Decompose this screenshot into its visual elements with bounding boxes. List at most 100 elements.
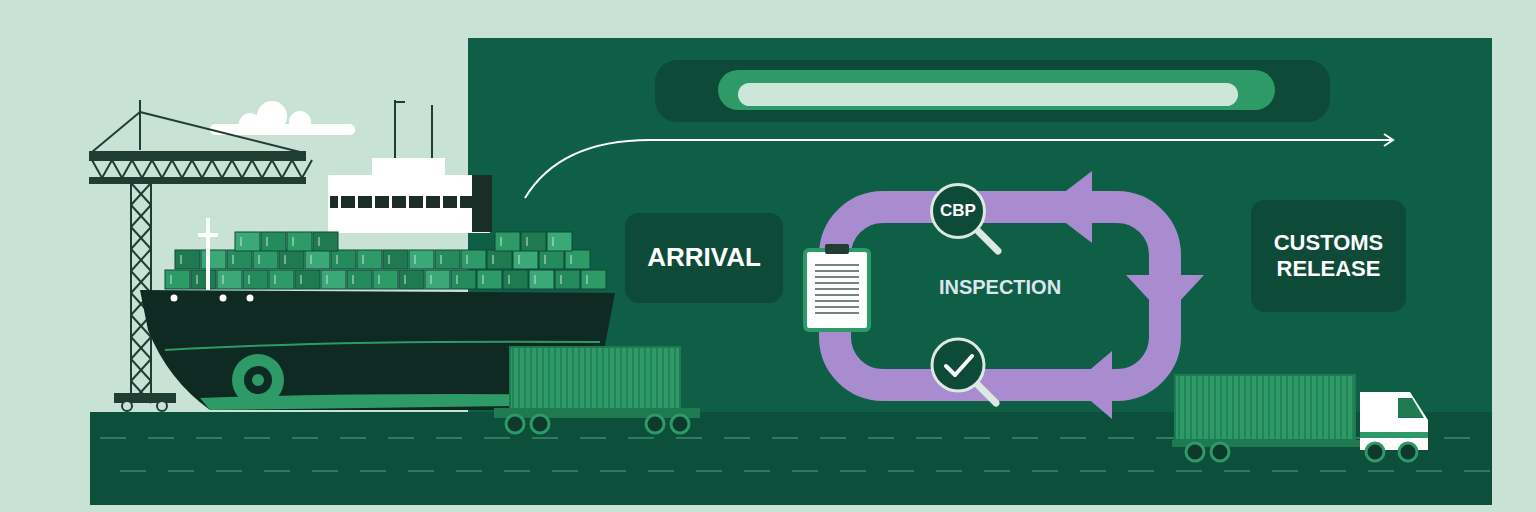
container-ship-part-part <box>451 270 476 289</box>
road-dashes-part <box>744 470 770 472</box>
container-ship-part-part <box>181 255 182 264</box>
rail-container-part-part <box>671 415 689 433</box>
road-dashes-part <box>984 470 1010 472</box>
container-ship-part-part <box>175 250 200 269</box>
container-ship-part-part <box>509 275 510 284</box>
truck-part <box>1175 375 1355 440</box>
road-dashes-part <box>244 437 270 439</box>
container-ship-part-part <box>269 270 294 289</box>
container-ship-part-part <box>399 270 424 289</box>
road-dashes-part <box>964 437 990 439</box>
stage-label: INSPECTION <box>790 275 1210 299</box>
container-ship-part <box>171 295 178 302</box>
clipboard-icon <box>805 244 869 330</box>
clipboard-icon-part <box>815 312 859 314</box>
container-ship-part <box>247 295 254 302</box>
clipboard-icon-part <box>825 244 849 254</box>
container-ship-part-part <box>330 196 472 208</box>
crane-part-part <box>131 183 151 205</box>
container-ship-part <box>395 101 405 103</box>
road-dashes-part <box>648 470 674 472</box>
road-dashes-part <box>820 437 846 439</box>
container-ship-part-part <box>547 232 572 251</box>
road-dashes-part <box>916 437 942 439</box>
container-ship-part-part <box>389 255 390 264</box>
container-ship-part-part <box>513 250 538 269</box>
check-magnifier <box>932 339 996 403</box>
container-ship-part-part <box>477 270 502 289</box>
cloud <box>210 101 355 135</box>
road-dashes-part <box>1176 470 1202 472</box>
road-dashes-part <box>120 470 146 472</box>
container-ship-part-part <box>347 270 372 289</box>
truck-part-part <box>1211 443 1229 461</box>
truck-part-part <box>1366 443 1384 461</box>
container-ship-part-part <box>503 270 528 289</box>
container-ship-part <box>330 196 472 208</box>
road-dashes-part <box>1032 470 1058 472</box>
container-ship-part-part <box>233 255 234 264</box>
road-dashes-part <box>1416 470 1442 472</box>
truck-part-part <box>1399 443 1417 461</box>
road-dashes-part <box>936 470 962 472</box>
container-ship-part <box>198 233 218 237</box>
road-dashes-part <box>868 437 894 439</box>
container-ship-part-part <box>389 196 392 208</box>
crane-part-part <box>112 160 132 178</box>
crane-part <box>122 401 132 411</box>
road-dashes-part <box>436 437 462 439</box>
container-ship-part <box>394 100 396 160</box>
crane-part-part <box>131 205 151 227</box>
cloud-part <box>257 101 287 131</box>
container-ship-part-part <box>311 255 312 264</box>
road-dashes-part <box>1224 470 1250 472</box>
container-ship-part-part <box>493 255 494 264</box>
crane-part-part <box>131 337 151 359</box>
container-ship-part-part <box>301 275 302 284</box>
container-ship-part-part <box>372 196 375 208</box>
road-dashes-part <box>168 470 194 472</box>
road-dashes-part <box>1108 437 1134 439</box>
check-magnifier-part <box>976 383 996 403</box>
container-ship-part <box>232 354 284 406</box>
container-ship-part-part <box>553 237 554 246</box>
road-dashes-part <box>888 470 914 472</box>
truck-part-part <box>1186 443 1204 461</box>
road-dashes-part <box>148 437 174 439</box>
road-dashes-part <box>216 470 242 472</box>
cbp-lens: CBP <box>930 183 986 239</box>
container-ship-part-part <box>415 255 416 264</box>
container-ship-part-part <box>171 275 172 284</box>
container-ship-part-part <box>338 196 341 208</box>
container-ship-part <box>431 105 433 160</box>
container-ship-part-part <box>285 255 286 264</box>
container-ship-part-part <box>535 275 536 284</box>
dark-panel <box>468 38 1492 418</box>
crane-part <box>140 112 300 152</box>
stage-label: ARRIVAL <box>647 242 761 273</box>
container-ship-part <box>206 218 210 290</box>
container-ship-part-part <box>327 275 328 284</box>
container-ship-part-part <box>431 275 432 284</box>
crane-part-part <box>131 359 151 381</box>
cycle-arrowhead <box>1072 351 1112 419</box>
road-dashes-part <box>1272 470 1298 472</box>
container-ship-part-part <box>295 270 320 289</box>
road-dashes-part <box>312 470 338 472</box>
road-dashes-part <box>772 437 798 439</box>
crane-part-part <box>131 205 151 227</box>
flow-arrow-part <box>1384 134 1393 146</box>
crane-part-part <box>131 249 151 271</box>
container-ship-part-part <box>565 250 590 269</box>
rail-container-part-part <box>506 415 524 433</box>
clipboard-icon-part <box>815 306 859 308</box>
crane-part-part <box>131 249 151 271</box>
cycle-arrowhead <box>1045 171 1092 243</box>
road-dashes-part <box>388 437 414 439</box>
road-dashes-part <box>1320 470 1346 472</box>
container-ship-part-part <box>545 255 546 264</box>
container-ship-part-part <box>313 232 338 251</box>
check-magnifier-part <box>932 339 984 391</box>
container-ship-part-part <box>337 255 338 264</box>
container-ship-part-part <box>227 250 252 269</box>
